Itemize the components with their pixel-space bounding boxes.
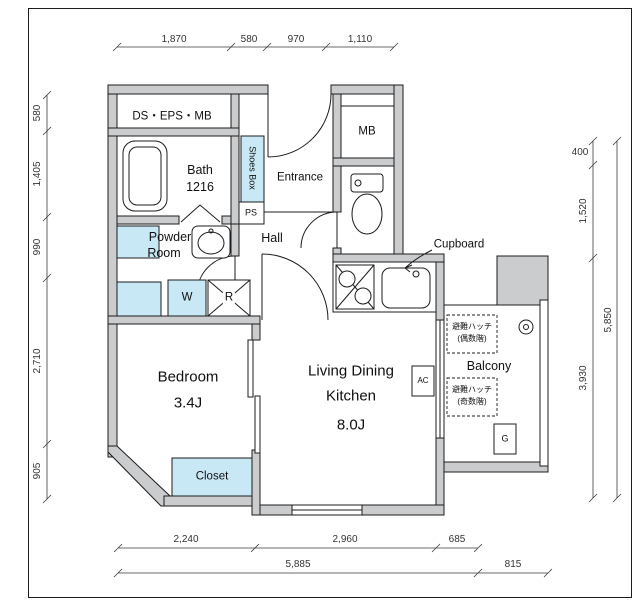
stove-burner xyxy=(338,270,356,288)
storage-shelf-upper xyxy=(116,225,160,259)
dim-bottom-total-2: 815 xyxy=(504,559,522,570)
dim-left-2: 1,405 xyxy=(32,161,43,187)
evacuation-hatch-even xyxy=(446,314,498,354)
bathtub xyxy=(122,140,168,212)
hall-ldk-door xyxy=(261,253,329,321)
gas-meter-box xyxy=(493,423,517,455)
bedroom-sliding-door xyxy=(247,339,261,454)
dim-right-2: 1,520 xyxy=(578,198,589,224)
bath-folding-door xyxy=(180,204,221,223)
windows xyxy=(291,299,549,516)
stove-burner xyxy=(354,287,372,305)
bedroom-size-label: 3.4J xyxy=(173,394,203,412)
dim-top-4: 1,110 xyxy=(347,34,373,45)
powder-room-label-1: Powder xyxy=(148,229,192,244)
storage-shelf-lower xyxy=(116,281,162,317)
ldk-label-2: Kitchen xyxy=(325,387,377,405)
dim-left-1: 580 xyxy=(32,104,43,122)
balcony-label: Balcony xyxy=(466,358,512,373)
pipe-space-box xyxy=(238,201,265,225)
ps-label: PS xyxy=(244,207,258,218)
fixtures xyxy=(116,105,534,497)
balcony-drain xyxy=(518,319,534,335)
dim-bottom-2: 2,960 xyxy=(332,534,358,545)
ac-box xyxy=(411,365,435,397)
washer-label: W xyxy=(181,291,193,304)
dim-bottom-3: 685 xyxy=(448,534,466,545)
bath-label: Bath xyxy=(187,162,213,177)
evacuation-hatch-odd xyxy=(446,377,498,417)
cupboard-label: Cupboard xyxy=(433,238,485,251)
dim-right-3: 3,930 xyxy=(578,365,589,391)
entrance-label: Entrance xyxy=(276,171,324,184)
dim-bottom-1: 2,240 xyxy=(173,534,199,545)
shoes-box-label: Shoes Box xyxy=(247,146,258,190)
hatch-even-label-2: (偶数階) xyxy=(457,334,487,343)
toilet xyxy=(350,173,384,235)
closet-box xyxy=(171,457,253,497)
entrance-door xyxy=(267,93,332,158)
border-frame xyxy=(28,8,632,598)
hall-label: Hall xyxy=(261,230,283,245)
toilet-door xyxy=(300,211,338,249)
dim-bottom-total-1: 5,885 xyxy=(285,559,311,570)
dim-right-1: 400 xyxy=(571,147,589,158)
powder-room-label-2: Room xyxy=(147,245,181,260)
mb-label: MB xyxy=(358,125,376,138)
bedroom-label: Bedroom xyxy=(157,368,219,386)
dim-top-3: 970 xyxy=(287,34,305,45)
washbasin xyxy=(191,225,231,259)
bath-size-label: 1216 xyxy=(186,179,214,194)
washer-space xyxy=(167,279,207,317)
dim-top-2: 580 xyxy=(240,34,258,45)
dim-left-3: 990 xyxy=(32,238,43,256)
dim-right-total: 5,850 xyxy=(603,307,614,333)
balcony-railing xyxy=(539,299,549,467)
hatch-even-label-1: 避難ハッチ xyxy=(452,322,492,331)
faucet xyxy=(412,270,420,278)
kitchen-counter xyxy=(332,261,437,313)
dimension-lines xyxy=(42,42,622,578)
ldk-label-1: Living Dining xyxy=(308,362,394,380)
kitchen-sink xyxy=(381,267,431,309)
utility-label: DS・EPS・MB xyxy=(132,110,212,123)
dim-left-5: 905 xyxy=(32,462,43,480)
dim-left-4: 2,710 xyxy=(32,348,43,374)
gas-label: G xyxy=(501,433,509,444)
fridge-label: R xyxy=(222,291,236,304)
ldk-size-label: 8.0J xyxy=(336,416,366,434)
ac-label: AC xyxy=(417,376,429,385)
hatch-odd-label-1: 避難ハッチ xyxy=(452,385,492,394)
dim-top-1: 1,870 xyxy=(161,34,187,45)
balcony-drain-inner xyxy=(523,324,529,330)
hatch-odd-label-2: (奇数階) xyxy=(457,397,487,406)
meter-box xyxy=(340,105,395,159)
closet-label: Closet xyxy=(195,470,229,483)
cupboard-leader-line xyxy=(404,249,433,273)
